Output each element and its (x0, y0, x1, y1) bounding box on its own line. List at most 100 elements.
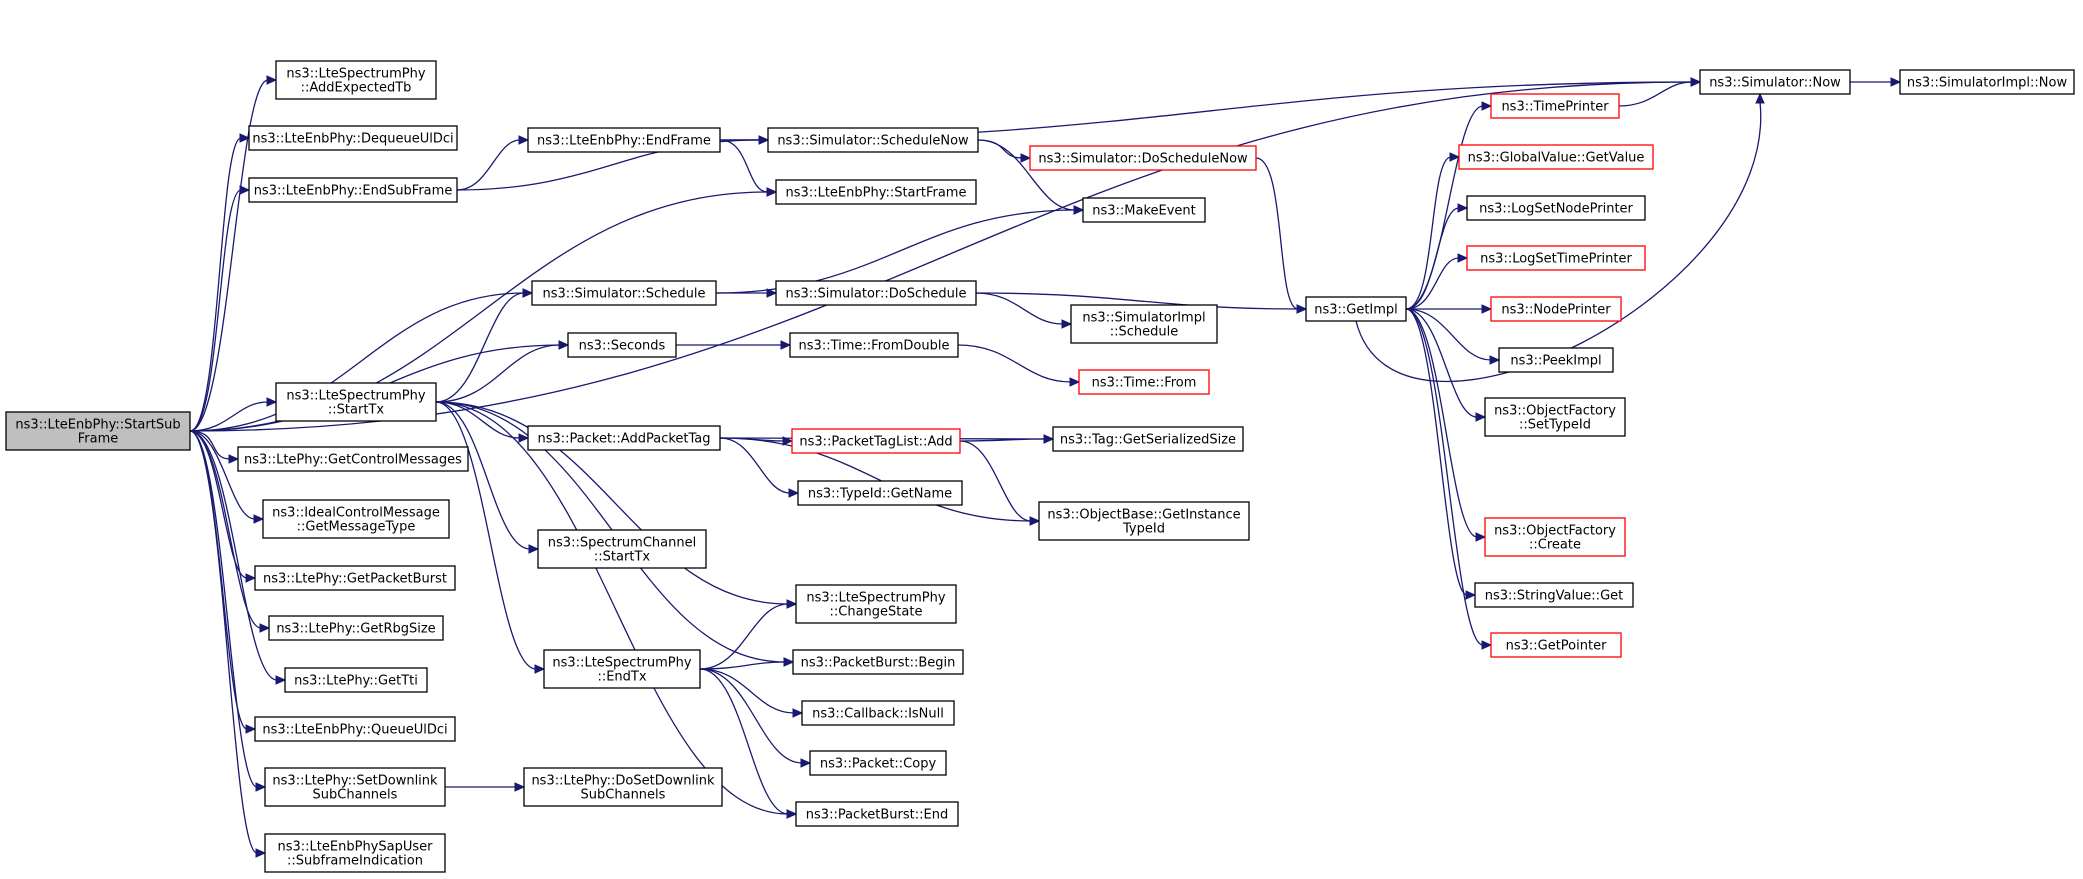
node-box-implSchedule (1070, 304, 1218, 344)
node-label-messageType-0: ns3::IdealControlMessage (272, 506, 440, 521)
node-box-globalValue (1458, 144, 1654, 170)
edge-getImpl-to-getPointer (1405, 308, 1484, 646)
node-queueUlDci[interactable]: ns3::LteEnbPhy::QueueUlDci (254, 716, 456, 742)
node-tagListAdd[interactable]: ns3::PacketTagList::Add (791, 428, 961, 454)
edge-endTx-to-burstEnd (699, 668, 789, 815)
edge-root-to-dequeueUlDci (189, 137, 242, 432)
edge-startTx-to-seconds (435, 344, 561, 403)
node-box-controlMessages (237, 446, 469, 472)
node-label-peekImpl-0: ns3::PeekImpl (1510, 354, 1601, 369)
edge-endTx-to-burstBegin (699, 661, 786, 670)
node-startTx[interactable]: ns3::LteSpectrumPhy::StartTx (275, 382, 437, 422)
node-globalValue[interactable]: ns3::GlobalValue::GetValue (1458, 144, 1654, 170)
node-typeIdName[interactable]: ns3::TypeId::GetName (797, 480, 963, 506)
edge-root-to-subframeInd (189, 430, 258, 854)
node-schedule[interactable]: ns3::Simulator::Schedule (531, 280, 717, 306)
edge-addPacketTag-to-typeIdName (719, 437, 791, 494)
node-endTx[interactable]: ns3::LteSpectrumPhy::EndTx (543, 649, 701, 689)
node-scheduleNow[interactable]: ns3::Simulator::ScheduleNow (767, 127, 979, 153)
arrowhead-doSchedule-to-getImpl (1296, 304, 1308, 314)
node-timePrinter[interactable]: ns3::TimePrinter (1490, 93, 1620, 119)
node-box-doScheduleNow (1029, 145, 1257, 171)
node-nodePrinter[interactable]: ns3::NodePrinter (1490, 296, 1622, 322)
node-makeEvent[interactable]: ns3::MakeEvent (1082, 197, 1206, 223)
node-packetBurst[interactable]: ns3::LtePhy::GetPacketBurst (254, 565, 456, 591)
edge-startTx-to-channelStartTx (435, 401, 531, 550)
node-channelStartTx[interactable]: ns3::SpectrumChannel::StartTx (537, 529, 707, 569)
node-endFrame[interactable]: ns3::LteEnbPhy::EndFrame (527, 127, 721, 153)
node-endSubFrame[interactable]: ns3::LteEnbPhy::EndSubFrame (248, 177, 458, 203)
node-packetCopy[interactable]: ns3::Packet::Copy (809, 750, 947, 776)
node-doSchedule[interactable]: ns3::Simulator::DoSchedule (775, 280, 977, 306)
node-controlMessages[interactable]: ns3::LtePhy::GetControlMessages (237, 446, 469, 472)
node-messageType[interactable]: ns3::IdealControlMessage::GetMessageType (262, 499, 450, 539)
node-box-doSchedule (775, 280, 977, 306)
node-label-doScheduleNow-0: ns3::Simulator::DoScheduleNow (1038, 152, 1248, 167)
edge-timePrinter-to-simNow (1618, 81, 1693, 107)
edge-endTx-to-changeState (699, 603, 789, 670)
node-label-channelStartTx-0: ns3::SpectrumChannel (548, 536, 696, 551)
node-simImplNow[interactable]: ns3::SimulatorImpl::Now (1899, 69, 2075, 95)
node-ofCreate[interactable]: ns3::ObjectFactory::Create (1484, 517, 1626, 557)
node-box-root (5, 411, 191, 451)
node-label-timeFrom-0: ns3::Time::From (1092, 376, 1197, 391)
arrowhead-addPacketTag-to-tagListAdd (782, 436, 794, 446)
node-simNow[interactable]: ns3::Simulator::Now (1699, 69, 1851, 95)
node-box-peekImpl (1498, 347, 1614, 373)
node-label-doSetDownlink-1: SubChannels (581, 788, 666, 803)
node-burstBegin[interactable]: ns3::PacketBurst::Begin (792, 649, 964, 675)
arrowhead-startTx-to-seconds (558, 340, 570, 350)
node-label-packetCopy-0: ns3::Packet::Copy (820, 757, 937, 772)
node-isNull[interactable]: ns3::Callback::IsNull (801, 700, 955, 726)
arrowhead-root-to-queueUlDci (245, 724, 257, 734)
edge-getImpl-to-globalValue (1405, 156, 1452, 310)
node-label-simImplNow-0: ns3::SimulatorImpl::Now (1907, 76, 2068, 91)
node-label-instanceTypeId-1: TypeId (1122, 522, 1165, 537)
node-box-packetCopy (809, 750, 947, 776)
node-label-root-0: ns3::LteEnbPhy::StartSub (15, 418, 180, 433)
node-fromDouble[interactable]: ns3::Time::FromDouble (789, 332, 959, 358)
node-seconds[interactable]: ns3::Seconds (567, 332, 677, 358)
node-label-scheduleNow-0: ns3::Simulator::ScheduleNow (777, 134, 969, 149)
node-burstEnd[interactable]: ns3::PacketBurst::End (795, 801, 959, 827)
node-getTti[interactable]: ns3::LtePhy::GetTti (284, 667, 428, 693)
node-addPacketTag[interactable]: ns3::Packet::AddPacketTag (527, 425, 721, 451)
node-addExpectedTb[interactable]: ns3::LteSpectrumPhy::AddExpectedTb (275, 60, 437, 100)
node-peekImpl[interactable]: ns3::PeekImpl (1498, 347, 1614, 373)
edge-root-to-addExpectedTb (189, 79, 269, 432)
node-doScheduleNow[interactable]: ns3::Simulator::DoScheduleNow (1029, 145, 1257, 171)
node-label-queueUlDci-0: ns3::LteEnbPhy::QueueUlDci (262, 723, 447, 738)
node-timeFrom[interactable]: ns3::Time::From (1078, 369, 1210, 395)
node-setTypeId[interactable]: ns3::ObjectFactory::SetTypeId (1484, 397, 1626, 437)
node-changeState[interactable]: ns3::LteSpectrumPhy::ChangeState (795, 584, 957, 624)
node-label-simNow-0: ns3::Simulator::Now (1709, 76, 1841, 91)
edge-root-to-rbgSize (189, 430, 262, 629)
node-rbgSize[interactable]: ns3::LtePhy::GetRbgSize (268, 615, 444, 641)
node-box-logSetTime (1466, 245, 1646, 271)
node-label-stringGet-0: ns3::StringValue::Get (1485, 589, 1623, 604)
node-getImpl[interactable]: ns3::GetImpl (1305, 296, 1407, 322)
node-getPointer[interactable]: ns3::GetPointer (1490, 632, 1622, 658)
arrowhead-timePrinter-to-simNow (1690, 77, 1702, 87)
node-subframeInd[interactable]: ns3::LteEnbPhySapUser::SubframeIndicatio… (264, 833, 446, 873)
node-label-startTx-0: ns3::LteSpectrumPhy (286, 389, 425, 404)
node-label-addExpectedTb-0: ns3::LteSpectrumPhy (286, 67, 425, 82)
arrowhead-endTx-to-burstEnd (786, 809, 798, 819)
node-stringGet[interactable]: ns3::StringValue::Get (1474, 582, 1634, 608)
node-logSetTime[interactable]: ns3::LogSetTimePrinter (1466, 245, 1646, 271)
arrowhead-root-to-getTti (275, 675, 287, 685)
node-dequeueUlDci[interactable]: ns3::LteEnbPhy::DequeueUlDci (248, 125, 458, 151)
node-implSchedule[interactable]: ns3::SimulatorImpl::Schedule (1070, 304, 1218, 344)
edge-root-to-messageType (189, 430, 256, 520)
node-startFrame[interactable]: ns3::LteEnbPhy::StartFrame (775, 179, 977, 205)
node-box-makeEvent (1082, 197, 1206, 223)
node-box-instanceTypeId (1038, 501, 1250, 541)
edge-doScheduleNow-to-getImpl (1255, 157, 1299, 310)
arrowhead-seconds-to-fromDouble (780, 340, 792, 350)
node-logSetNode[interactable]: ns3::LogSetNodePrinter (1466, 195, 1646, 221)
node-serializedSize[interactable]: ns3::Tag::GetSerializedSize (1052, 426, 1244, 452)
